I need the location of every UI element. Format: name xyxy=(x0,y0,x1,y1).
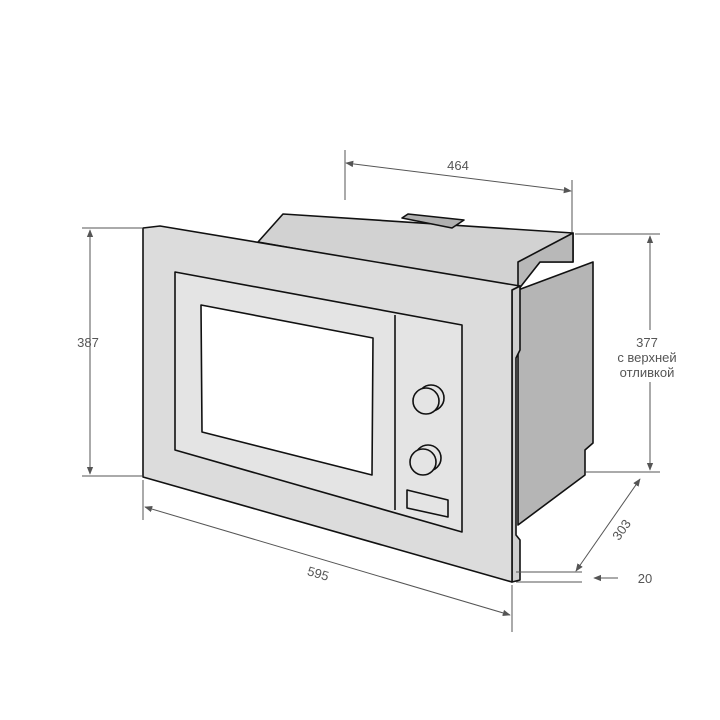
dim-377-note-2: отливкой xyxy=(620,365,675,380)
dim-303-label: 303 xyxy=(609,517,634,543)
dim-464-label: 464 xyxy=(447,158,469,173)
microwave-body xyxy=(142,213,594,583)
body-side xyxy=(517,261,594,526)
dim-464-line xyxy=(345,160,572,194)
dim-595-label: 595 xyxy=(306,563,331,583)
knob-top xyxy=(412,384,445,415)
dim-595-line xyxy=(144,505,511,617)
top-vent xyxy=(401,213,465,229)
dimension-lines xyxy=(82,150,660,632)
window xyxy=(200,304,374,476)
knob-bottom xyxy=(409,444,442,476)
dim-387-label: 387 xyxy=(77,335,99,350)
dim-377-label: 377 xyxy=(636,335,658,350)
dim-20-label: 20 xyxy=(638,571,652,586)
dim-377-note-1: с верхней xyxy=(617,350,676,365)
dim-303-line xyxy=(575,478,641,572)
frame-edge xyxy=(511,285,521,583)
